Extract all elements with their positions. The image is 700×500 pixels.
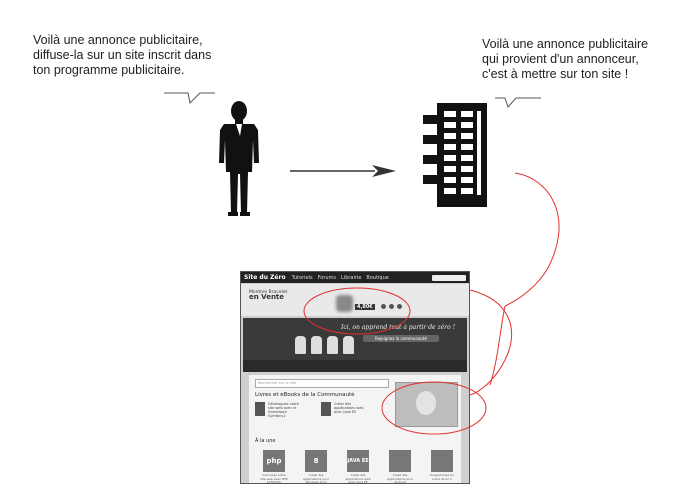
ad-server-icon	[423, 103, 487, 207]
banner-ad-product-image	[336, 295, 353, 312]
content-search-input[interactable]: Rechercher sur le site	[255, 379, 389, 388]
page-outline-curve	[469, 289, 513, 396]
banner-ad-text: Montres Bracelet en Vente	[249, 290, 299, 301]
adserver-speech-tail	[495, 97, 541, 108]
nav-item[interactable]: Librairie	[341, 274, 362, 281]
banner-ad-highlight	[303, 287, 411, 335]
banner-ad[interactable]: Montres Bracelet en Vente 4,80€	[241, 284, 469, 316]
publisher-speech-tail	[164, 92, 215, 105]
mascot-image	[311, 336, 322, 354]
featured-tile[interactable]: 8	[305, 450, 327, 472]
featured-tile[interactable]	[389, 450, 411, 472]
site-content: Rechercher sur le site Livres et eBooks …	[249, 375, 461, 483]
featured-tile-caption: Créez des applications web avec Java EE	[345, 473, 371, 484]
site-nav: Tutoriels Forums Librairie Boutique	[292, 275, 389, 281]
sidebar-ad-image[interactable]	[395, 382, 458, 427]
featured-tile-caption: Créez des applications pour Windows 8 en…	[303, 473, 329, 484]
featured-tile-caption: Concevez votre site web avec PHP et MySQ…	[260, 473, 288, 484]
book-cover[interactable]	[255, 402, 265, 416]
site-search-box[interactable]	[432, 274, 466, 281]
featured-tile[interactable]: JAVA EE	[347, 450, 369, 472]
site-topbar: Site du Zéro Tutoriels Forums Librairie …	[241, 272, 469, 283]
publisher-person-icon	[219, 101, 259, 216]
book-title[interactable]: Créez des applications web avec Java EE	[334, 402, 364, 414]
book-title[interactable]: Développez votre site web avec le framew…	[268, 402, 299, 418]
hero-slogan: Ici, on apprend tout à partir de zéro !	[340, 324, 455, 331]
mascot-image	[343, 336, 354, 354]
nav-item[interactable]: Boutique	[366, 274, 389, 281]
banner-ad-line2: en Vente	[249, 293, 285, 301]
featured-tile[interactable]	[431, 450, 453, 472]
publisher-speech-text: Voilà une annonce publicitaire, diffuse-…	[33, 33, 212, 77]
featured-tile[interactable]: php	[263, 450, 285, 472]
banner-ad-price: 4,80€	[355, 304, 375, 310]
banner-ad-line1: Montres Bracelet	[249, 290, 288, 295]
join-community-button[interactable]: Rejoignez la communauté	[363, 335, 439, 342]
mascot-image	[327, 336, 338, 354]
child-photo	[416, 391, 436, 415]
books-section-title: Livres et eBooks de la Communauté	[255, 392, 355, 398]
book-cover[interactable]	[321, 402, 331, 416]
adserver-speech-text: Voilà une annonce publicitaire qui provi…	[482, 37, 649, 81]
website-screenshot: Site du Zéro Tutoriels Forums Librairie …	[240, 271, 470, 484]
site-logo: Site du Zéro	[244, 274, 286, 281]
hero-banner: Ici, on apprend tout à partir de zéro ! …	[243, 318, 467, 372]
nav-item[interactable]: Tutoriels	[291, 274, 313, 281]
connector-curve-lower	[489, 305, 506, 386]
banner-ad-icon	[389, 304, 394, 309]
featured-tile-caption: Créez des applications pour Android	[387, 473, 413, 484]
sidebar-ad-highlight	[381, 381, 487, 435]
hero-stats-band	[243, 360, 467, 372]
connector-curve	[504, 172, 560, 307]
mascot-image	[295, 336, 306, 354]
nav-item[interactable]: Forums	[317, 274, 337, 281]
flow-arrow	[290, 165, 396, 177]
banner-ad-icon	[381, 304, 386, 309]
banner-ad-icon	[397, 304, 402, 309]
featured-tile-caption: Programmez en Linux et en C	[430, 473, 454, 481]
featured-section-title: À la une	[255, 438, 276, 444]
